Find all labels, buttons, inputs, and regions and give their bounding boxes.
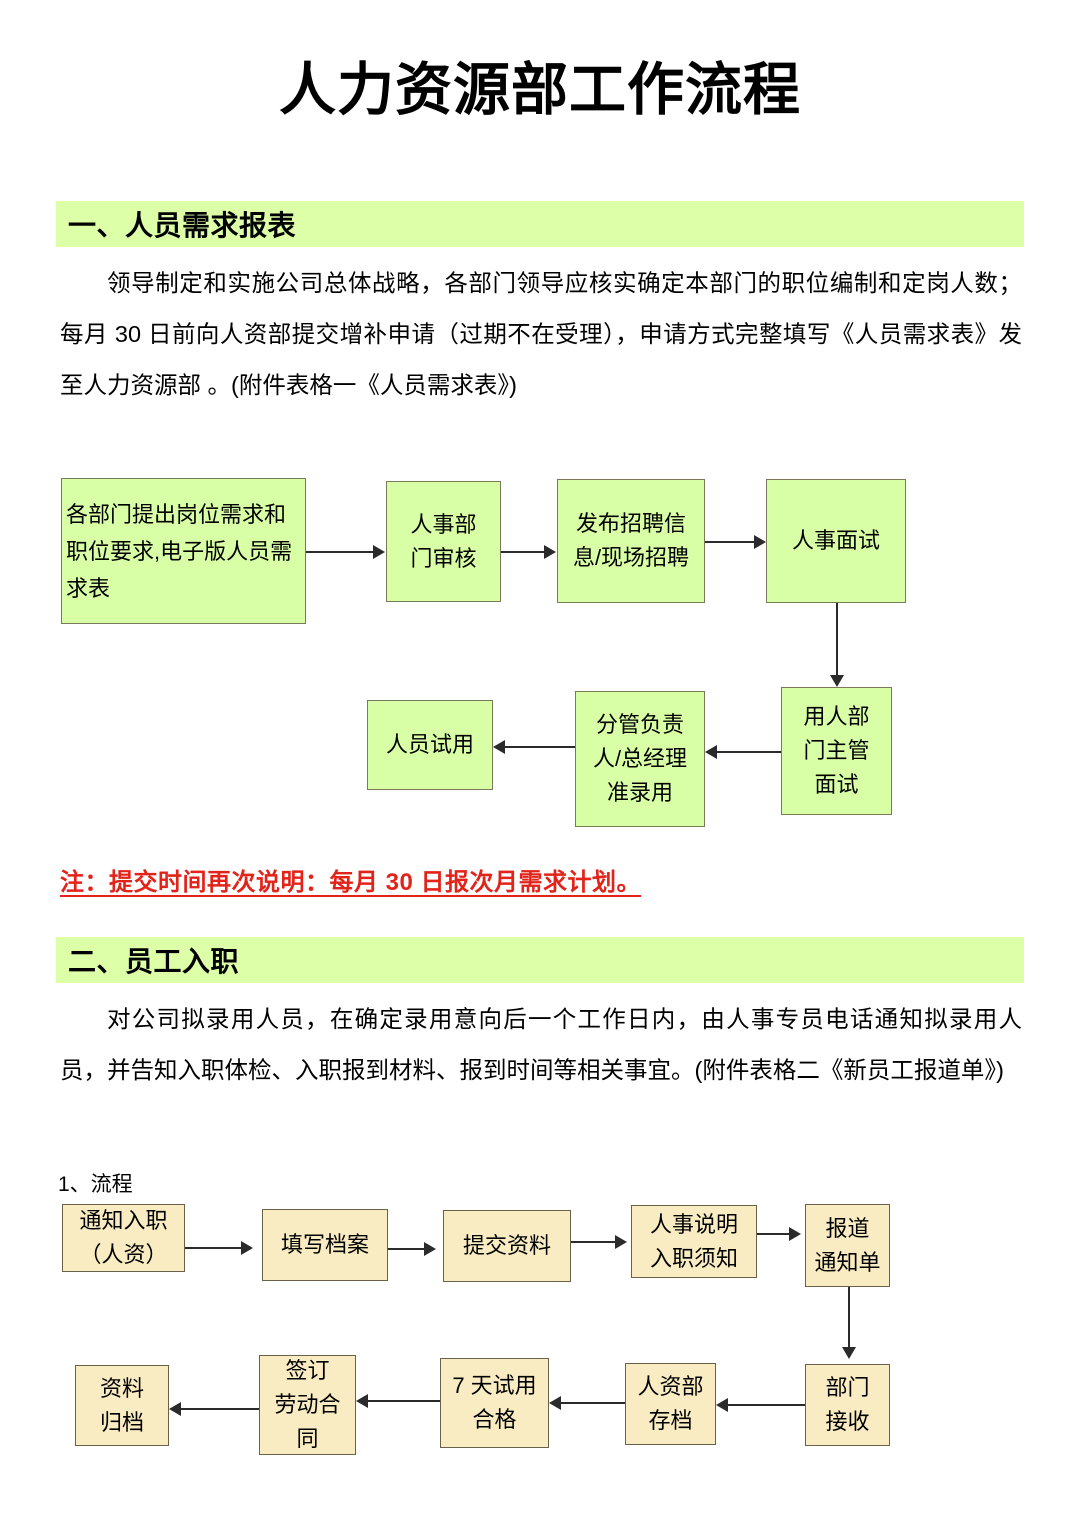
arrowhead-m8-m9-icon <box>356 1394 368 1408</box>
connector-m6-m7 <box>728 1404 805 1406</box>
arrowhead-m2-m3-icon <box>424 1242 436 1256</box>
flow-node-m3[interactable]: 提交资料 <box>443 1210 571 1282</box>
section-heading-label-1: 一、人员需求报表 <box>68 210 297 241</box>
arrowhead-m3-m4-icon <box>615 1235 627 1249</box>
flow-node-m10[interactable]: 资料 归档 <box>75 1365 169 1446</box>
flow-node-m7-label: 人资部 存档 <box>637 1374 704 1433</box>
flow-node-n2[interactable]: 人事部 门审核 <box>386 481 501 602</box>
flow-node-n3[interactable]: 发布招聘信 息/现场招聘 <box>557 479 705 603</box>
flow-node-m5[interactable]: 报道 通知单 <box>805 1204 890 1287</box>
connector-n1-n2 <box>306 551 373 553</box>
connector-m5-m6 <box>848 1287 850 1347</box>
section-paragraph-2: 对公司拟录用人员，在确定录用意向后一个工作日内，由人事专员电话通知拟录用人员，并… <box>60 1006 1022 1083</box>
flow-node-m1[interactable]: 通知入职 （人资） <box>62 1204 185 1272</box>
arrowhead-m6-m7-icon <box>716 1398 728 1412</box>
section-paragraph-1: 领导制定和实施公司总体战略，各部门领导应核实确定本部门的职位编制和定岗人数；每月… <box>60 270 1022 398</box>
arrowhead-n4-n5-icon <box>830 675 844 687</box>
flow-node-n1[interactable]: 各部门提出岗位需求和职位要求,电子版人员需求表 <box>61 478 306 624</box>
flow-node-m4[interactable]: 人事说明 入职须知 <box>631 1205 757 1278</box>
arrowhead-n1-n2-icon <box>373 545 385 559</box>
connector-m1-m2 <box>185 1247 241 1249</box>
flow-node-n7-label: 人员试用 <box>385 732 474 757</box>
flow-node-n6[interactable]: 分管负责 人/总经理 准录用 <box>575 691 705 827</box>
flow-node-n3-label: 发布招聘信 息/现场招聘 <box>572 511 690 570</box>
connector-n2-n3 <box>501 551 544 553</box>
page-title: 人力资源部工作流程 <box>279 58 801 122</box>
arrowhead-m9-m10-icon <box>169 1402 181 1416</box>
flow-node-m9-label: 签订 劳动合 同 <box>274 1358 341 1451</box>
flow-node-m6[interactable]: 部门 接收 <box>805 1364 890 1446</box>
flow-node-m3-label: 提交资料 <box>462 1233 551 1258</box>
connector-n6-n7 <box>505 746 575 748</box>
connector-m9-m10 <box>181 1408 259 1410</box>
arrowhead-m7-m8-icon <box>549 1396 561 1410</box>
connector-n3-n4 <box>705 541 754 543</box>
flow-node-m5-label: 报道 通知单 <box>814 1215 881 1275</box>
arrowhead-n6-n7-icon <box>493 740 505 754</box>
arrowhead-n3-n4-icon <box>754 535 766 549</box>
section-heading-bar-2: 二、员工入职 <box>56 937 1024 983</box>
connector-m7-m8 <box>561 1402 625 1404</box>
connector-m3-m4 <box>571 1241 615 1243</box>
flow-node-m6-label: 部门 接收 <box>825 1375 870 1434</box>
flow-node-n6-label: 分管负责 人/总经理 准录用 <box>592 712 688 805</box>
flow-node-m8[interactable]: 7 天试用 合格 <box>440 1358 549 1448</box>
flow-node-m1-label: 通知入职 （人资） <box>79 1208 168 1267</box>
arrowhead-m4-m5-icon <box>789 1227 801 1241</box>
flow-node-m2[interactable]: 填写档案 <box>262 1209 388 1281</box>
section-heading-bar-1: 一、人员需求报表 <box>56 201 1024 247</box>
flow-node-n5[interactable]: 用人部 门主管 面试 <box>781 687 892 815</box>
subsection-heading-process: 1、流程 <box>58 1173 133 1196</box>
flow-node-m4-label: 人事说明 入职须知 <box>649 1211 738 1271</box>
arrowhead-n2-n3-icon <box>544 545 556 559</box>
flow-node-n2-label: 人事部 门审核 <box>410 511 477 571</box>
connector-m4-m5 <box>757 1233 789 1235</box>
flow-node-m9[interactable]: 签订 劳动合 同 <box>259 1355 356 1455</box>
flow-node-n7[interactable]: 人员试用 <box>367 700 493 790</box>
flow-node-m10-label: 资料 归档 <box>99 1375 144 1435</box>
arrowhead-m1-m2-icon <box>241 1241 253 1255</box>
arrowhead-m5-m6-icon <box>842 1347 856 1359</box>
section-heading-label-2: 二、员工入职 <box>68 946 240 977</box>
flow-node-m2-label: 填写档案 <box>280 1232 369 1257</box>
arrowhead-n5-n6-icon <box>705 745 717 759</box>
section-note-red-1: 注：提交时间再次说明：每月 30 日报次月需求计划。 <box>60 869 642 896</box>
connector-n4-n5 <box>836 603 838 675</box>
flow-node-n5-label: 用人部 门主管 面试 <box>803 704 870 797</box>
flow-node-m8-label: 7 天试用 合格 <box>452 1373 537 1432</box>
flow-node-m7[interactable]: 人资部 存档 <box>625 1363 716 1445</box>
connector-m8-m9 <box>368 1400 440 1402</box>
flow-node-n1-label: 各部门提出岗位需求和职位要求,电子版人员需求表 <box>66 501 293 601</box>
connector-n5-n6 <box>717 751 781 753</box>
connector-m2-m3 <box>388 1248 424 1250</box>
flow-node-n4[interactable]: 人事面试 <box>766 479 906 603</box>
flow-node-n4-label: 人事面试 <box>791 528 880 553</box>
